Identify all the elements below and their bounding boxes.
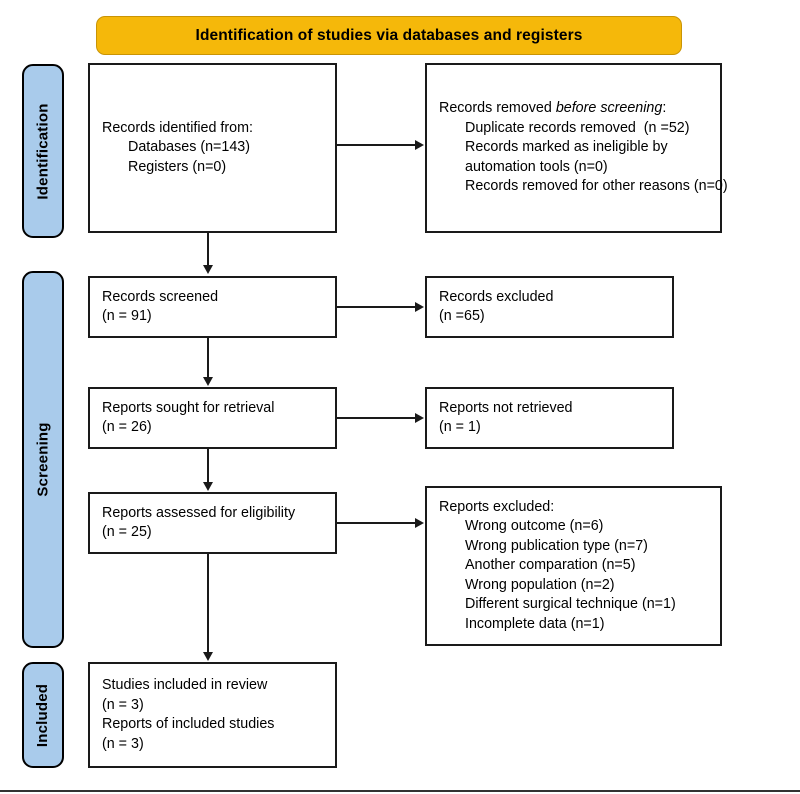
records-screened-count: (n = 91) (102, 308, 152, 324)
connector-sought-to-assessed (207, 449, 209, 483)
records-removed-ineligible-1: Records marked as ineligible by (465, 139, 668, 156)
box-studies-included: Studies included in review (n = 3) Repor… (88, 662, 337, 768)
reports-excluded-reason: Another comparation (n=5) (465, 557, 636, 574)
reports-excluded-reason: Wrong outcome (n=6) (465, 518, 604, 535)
records-removed-duplicates: Duplicate records removed (n =52) (465, 119, 690, 136)
connector-assessed-to-included (207, 554, 209, 653)
reports-included-label: Reports of included studies (102, 716, 275, 732)
stage-label-included: Included (34, 683, 52, 747)
bottom-divider (0, 790, 800, 792)
reports-assessed-count: (n = 25) (102, 524, 152, 540)
connector-sought-to-not-retrieved (337, 417, 417, 419)
box-reports-excluded: Reports excluded: Wrong outcome (n=6) Wr… (425, 486, 722, 646)
arrowhead-down-icon (203, 652, 213, 661)
connector-identified-to-screened (207, 233, 209, 267)
banner-identification-header: Identification of studies via databases … (96, 16, 682, 55)
records-removed-heading-italic: before screening (555, 100, 663, 117)
records-excluded-count: (n =65) (439, 308, 485, 324)
arrowhead-right-icon (415, 518, 424, 528)
records-removed-heading-prefix: Records removed (439, 100, 556, 117)
arrowhead-down-icon (203, 265, 213, 274)
reports-sought-count: (n = 26) (102, 419, 152, 435)
banner-title: Identification of studies via databases … (195, 26, 583, 44)
records-identified-heading: Records identified from: (102, 119, 253, 136)
reports-not-retrieved-count: (n = 1) (439, 419, 481, 435)
box-records-screened: Records screened (n = 91) (88, 276, 337, 338)
studies-included-count: (n = 3) (102, 696, 144, 713)
stage-bar-screening: Screening (22, 271, 64, 648)
arrowhead-right-icon (415, 302, 424, 312)
box-records-identified: Records identified from: Databases (n=14… (88, 63, 337, 233)
reports-assessed-label: Reports assessed for eligibility (102, 504, 296, 521)
stage-label-identification: Identification (34, 102, 52, 200)
box-reports-not-retrieved: Reports not retrieved (n = 1) (425, 387, 674, 449)
reports-excluded-heading: Reports excluded: (439, 498, 555, 515)
reports-included-count: (n = 3) (102, 735, 144, 752)
records-identified-registers: Registers (n=0) (128, 158, 227, 175)
stage-bar-included: Included (22, 662, 64, 768)
arrowhead-down-icon (203, 377, 213, 386)
records-identified-databases: Databases (n=143) (128, 139, 250, 156)
reports-excluded-reason: Incomplete data (n=1) (465, 615, 605, 632)
records-removed-other: Records removed for other reasons (n=0) (465, 178, 728, 195)
box-records-excluded: Records excluded (n =65) (425, 276, 674, 338)
arrowhead-down-icon (203, 482, 213, 491)
reports-sought-label: Reports sought for retrieval (102, 399, 275, 416)
stage-bar-identification: Identification (22, 64, 64, 238)
box-reports-sought: Reports sought for retrieval (n = 26) (88, 387, 337, 449)
box-reports-assessed: Reports assessed for eligibility (n = 25… (88, 492, 337, 554)
records-excluded-label: Records excluded (439, 288, 554, 305)
arrowhead-right-icon (415, 140, 424, 150)
records-removed-heading: Records removed before screening: (439, 99, 708, 119)
connector-identified-to-removed (337, 144, 417, 146)
studies-included-label: Studies included in review (102, 677, 268, 693)
reports-excluded-reason: Wrong population (n=2) (465, 576, 615, 593)
reports-excluded-reason: Wrong publication type (n=7) (465, 537, 648, 554)
arrowhead-right-icon (415, 413, 424, 423)
reports-excluded-reason: Different surgical technique (n=1) (465, 596, 676, 613)
records-removed-ineligible-2: automation tools (n=0) (465, 158, 608, 175)
box-records-removed: Records removed before screening: Duplic… (425, 63, 728, 233)
reports-not-retrieved-label: Reports not retrieved (439, 399, 573, 416)
connector-assessed-to-reports-excluded (337, 522, 417, 524)
records-removed-heading-suffix: : (662, 100, 667, 117)
connector-screened-to-sought (207, 338, 209, 378)
connector-screened-to-excluded (337, 306, 417, 308)
stage-label-screening: Screening (34, 422, 52, 497)
records-screened-label: Records screened (102, 288, 219, 305)
